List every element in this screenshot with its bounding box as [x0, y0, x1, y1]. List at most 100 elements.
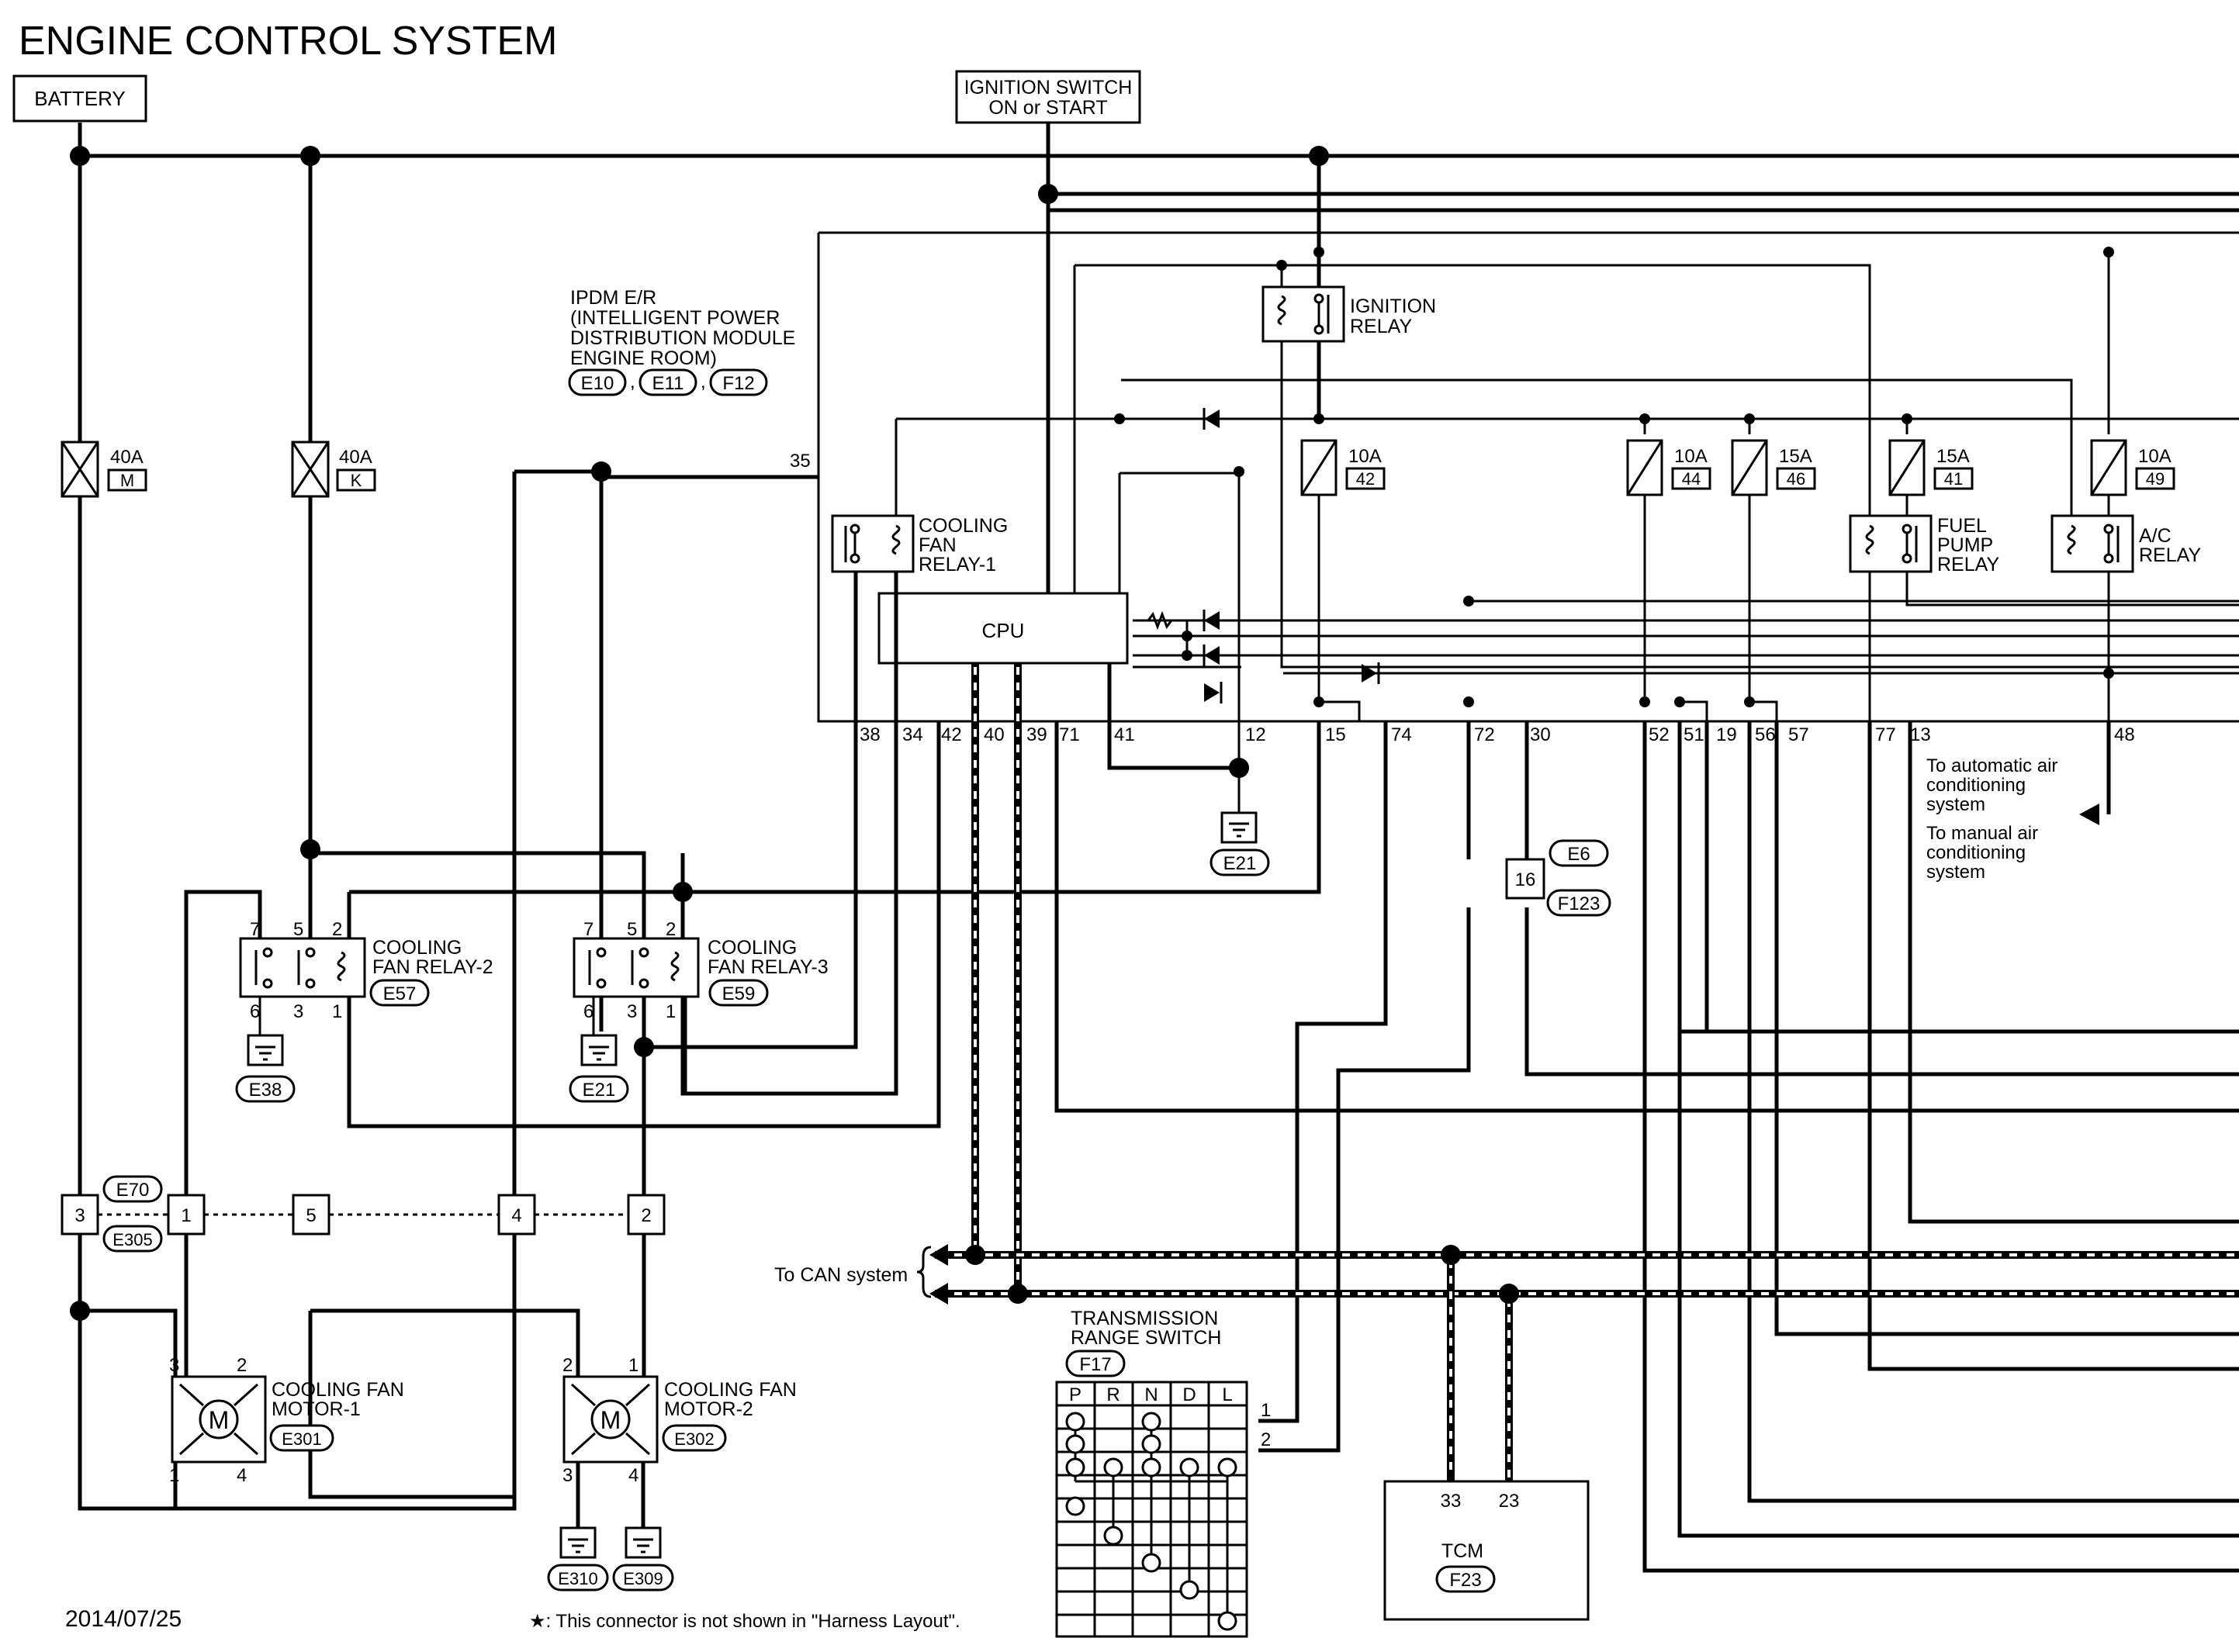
- term-51: 51: [1684, 724, 1704, 745]
- ipdm-conn-e10: E10: [581, 373, 614, 394]
- ac-note-4: To manual air: [1926, 823, 2038, 844]
- cooling-fan-motor-2: M 2 1 3 4 COOLING FAN MOTOR-2 E302 E310 …: [547, 1355, 797, 1592]
- can-bus: To CAN system: [774, 663, 2239, 1481]
- diodes: [1147, 408, 1380, 703]
- cfr2-label-1: COOLING: [372, 937, 462, 959]
- transmission-range-switch: TRANSMISSION RANGE SWITCH F17 P R N D L …: [1055, 1308, 1271, 1638]
- motor1-pin-3: 3: [169, 1355, 179, 1376]
- term-19: 19: [1716, 724, 1737, 745]
- motor1-pin-4: 4: [237, 1465, 247, 1486]
- fuse-49-amp: 10A: [2138, 446, 2172, 467]
- trs-pos-n: N: [1144, 1384, 1158, 1405]
- joint-pin-4: 4: [511, 1205, 521, 1226]
- motor2-pin-1: 1: [628, 1355, 638, 1376]
- ac-note: To automatic air conditioning system To …: [1926, 755, 2057, 883]
- ipdm-label-3: DISTRIBUTION MODULE: [570, 327, 795, 349]
- fuse-40a-k-amp: 40A: [339, 447, 372, 468]
- fuse-40a-m-id: M: [120, 471, 134, 490]
- ac-note-3: system: [1926, 794, 1985, 815]
- acr-label-1: A/C: [2139, 525, 2172, 547]
- fuse-40a-k: 40A K: [291, 441, 376, 498]
- trs-pos-p: P: [1069, 1384, 1081, 1405]
- motor1-label-2: MOTOR-1: [272, 1398, 361, 1420]
- term-77: 77: [1875, 724, 1896, 745]
- fuse-49-id: 49: [2146, 469, 2165, 489]
- cpu-label: CPU: [982, 619, 1025, 642]
- cfr2-ground: E38: [249, 1080, 282, 1101]
- ignition-switch-box: [955, 70, 1141, 124]
- trs-pos-d: D: [1182, 1384, 1196, 1405]
- ipdm-connectors: E10 , E11 , F12: [568, 368, 768, 396]
- tcm-pin-23: 23: [1499, 1491, 1520, 1512]
- trs-pin-1: 1: [1261, 1400, 1271, 1421]
- term-42: 42: [941, 724, 962, 745]
- ipdm-label-4: ENGINE ROOM): [570, 347, 717, 369]
- motor2-symbol: M: [600, 1406, 621, 1434]
- ipdm-junctions: [1114, 247, 2114, 707]
- term-35: 35: [790, 451, 811, 472]
- e6-conn: E6: [1567, 844, 1590, 865]
- cfr2-pin-3: 3: [293, 1001, 303, 1022]
- joint-conn-e70: E70: [116, 1180, 150, 1201]
- term-41: 41: [1114, 724, 1135, 745]
- trs-pos-l: L: [1222, 1384, 1232, 1405]
- ipdm-boundary: [817, 231, 2239, 723]
- f123-conn: F123: [1558, 893, 1601, 914]
- fuse-15a-41: 15A 41: [1888, 439, 1974, 496]
- fuse-41-id: 41: [1944, 469, 1963, 489]
- motor2-conn: E302: [674, 1429, 714, 1449]
- cfr2-pin-2: 2: [332, 919, 342, 940]
- cfr3-pin-5: 5: [627, 919, 637, 940]
- motor2-pin-3: 3: [562, 1465, 573, 1486]
- cfr3-label-2: FAN RELAY-3: [708, 956, 829, 978]
- term-15: 15: [1325, 724, 1346, 745]
- fuse-10a-49: 10A 49: [2090, 439, 2175, 496]
- cfr1-label-3: RELAY-1: [919, 554, 996, 575]
- cfr3-pin-1: 1: [666, 1001, 676, 1022]
- fuse-40a-k-id: K: [351, 471, 362, 490]
- motor2-pin-4: 4: [628, 1465, 638, 1486]
- can-label: To CAN system: [774, 1264, 908, 1286]
- motor1-label-1: COOLING FAN: [272, 1379, 404, 1401]
- joint-pin-3: 3: [74, 1205, 85, 1226]
- ac-relay: A/C RELAY: [2050, 514, 2201, 573]
- svg-text:,: ,: [701, 372, 706, 392]
- cooling-fan-motor-1: M 3 2 1 4 COOLING FAN MOTOR-1 E301: [169, 1355, 404, 1486]
- joint-pin-5: 5: [306, 1205, 316, 1226]
- term-40: 40: [984, 724, 1005, 745]
- acr-label-2: RELAY: [2139, 544, 2201, 566]
- cooling-fan-relay-2: 7 5 2 6 3 1 COOLING FAN RELAY-2 E57 E38: [235, 919, 493, 1103]
- motor1-pin-2: 2: [237, 1355, 247, 1376]
- term-71: 71: [1059, 724, 1080, 745]
- joint-conn-e305: E305: [112, 1230, 152, 1249]
- tcm-label: TCM: [1441, 1540, 1483, 1562]
- fuse-40a-m: 40A M: [61, 441, 147, 498]
- ignition-relay-label-2: RELAY: [1350, 316, 1412, 337]
- ipdm-conn-f12: F12: [722, 373, 754, 394]
- fuse-44-id: 44: [1682, 469, 1701, 489]
- tcm: 33 23 TCM F23: [1383, 1480, 1590, 1621]
- fuel-pump-relay: FUEL PUMP RELAY: [1849, 514, 1999, 575]
- page-title: ENGINE CONTROL SYSTEM: [19, 19, 557, 64]
- motor1-symbol: M: [209, 1406, 230, 1434]
- trs-label-2: RANGE SWITCH: [1071, 1327, 1221, 1349]
- trs-pos-r: R: [1106, 1384, 1120, 1405]
- ac-note-1: To automatic air: [1926, 755, 2057, 776]
- fpr-label-3: RELAY: [1937, 554, 1999, 575]
- motor2-ground-e309: E309: [623, 1569, 663, 1588]
- ignition-switch-label-1: IGNITION SWITCH: [964, 77, 1133, 98]
- term-12: 12: [1245, 724, 1266, 745]
- ground-e21-ipdm: E21: [1209, 768, 1270, 876]
- term-72: 72: [1474, 724, 1495, 745]
- cfr3-conn: E59: [722, 983, 756, 1004]
- ac-note-2: conditioning: [1926, 775, 2026, 796]
- cooling-fan-relay-3: 7 5 2 6 3 1 COOLING FAN RELAY-3 E59 E21: [569, 919, 829, 1103]
- ignition-relay: IGNITION RELAY: [1261, 285, 1436, 343]
- ipdm-conn-e11: E11: [652, 373, 684, 394]
- fuse-40a-m-amp: 40A: [110, 447, 144, 468]
- cfr3-label-1: COOLING: [708, 937, 797, 959]
- ac-note-6: system: [1926, 862, 1985, 883]
- motor2-ground-e310: E310: [558, 1569, 597, 1588]
- term-39: 39: [1026, 724, 1047, 745]
- cfr2-pin-5: 5: [293, 919, 303, 940]
